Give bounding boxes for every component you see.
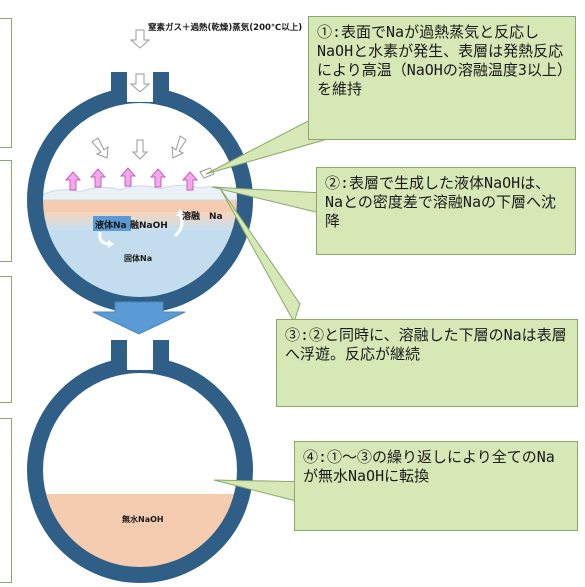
top-vessel <box>27 29 253 313</box>
solid-na-label: 固体Na <box>124 253 152 263</box>
left-edge-panel-2 <box>0 160 12 262</box>
molten-naoh-label: 融NaOH <box>130 219 168 231</box>
bottom-vessel-neck <box>111 340 169 372</box>
callout-pointers <box>205 117 325 505</box>
steam-inlet-arrows <box>91 29 215 179</box>
liquid-na-label: 液体Na <box>95 219 127 231</box>
callout-step-2: ②:表層で生成した液体NaOHは、Naとの密度差で溶融Naの下層へ沈降 <box>316 167 576 255</box>
na-label: Na <box>209 212 223 222</box>
hydrogen-arrows <box>64 167 199 191</box>
transition-arrow <box>92 301 186 335</box>
left-edge-panel-4 <box>0 418 12 583</box>
left-edge-panel-3 <box>0 276 12 403</box>
gas-inlet-label: 窒素ガス＋過熱(乾燥)蒸気(200℃以上) <box>148 22 302 33</box>
callout-step-4: ④:①～③の繰り返しにより全てのNaが無水NaOHに転換 <box>294 441 578 531</box>
callout-step-1: ①:表面でNaが過熱蒸気と反応しNaOHと水素が発生、表層は発熱反応により高温（… <box>308 16 576 140</box>
anhydrous-naoh-label: 無水NaOH <box>122 514 164 524</box>
top-vessel-neck <box>111 72 169 104</box>
liquid-na-highlight <box>93 216 131 231</box>
melt-label: 溶融 <box>182 210 200 222</box>
left-edge-panel-1 <box>0 18 12 148</box>
callout-step-3: ③:②と同時に、溶融した下層のNaは表層へ浮遊。反応が継続 <box>276 319 578 407</box>
bottom-vessel <box>27 340 253 583</box>
